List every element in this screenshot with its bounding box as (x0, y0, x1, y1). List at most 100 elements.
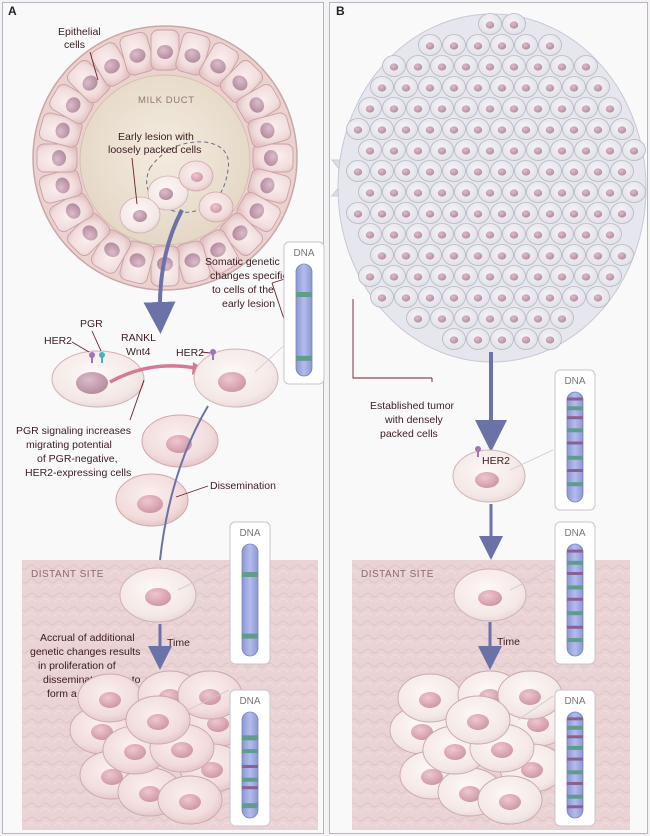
tumor-cell (586, 202, 610, 224)
tumor-cell (526, 265, 550, 287)
tumor-cell (526, 223, 550, 245)
tumor-cell (598, 97, 622, 119)
tumor-cell (478, 97, 502, 119)
tumor-cell (478, 139, 502, 161)
tumor-cell (442, 160, 466, 182)
tumor-cell (574, 265, 598, 287)
dna-label: DNA (293, 248, 314, 259)
tumor-cell (514, 76, 538, 98)
tumor-cell (382, 139, 406, 161)
her2-label-left: HER2 (44, 335, 72, 347)
tumor-cell (418, 118, 442, 140)
tumor-cell (514, 118, 538, 140)
dna-label: DNA (239, 528, 260, 539)
tumor-cell (526, 139, 550, 161)
genetic-change-band (567, 560, 583, 565)
genetic-change-band (567, 805, 583, 809)
tumor-cell (562, 202, 586, 224)
tumor-cell (478, 307, 502, 329)
chromosome (566, 711, 584, 819)
tumor-cell (346, 160, 370, 182)
genetic-change-band (296, 355, 312, 361)
tumor-cell (562, 160, 586, 182)
epithelial-leader (89, 51, 99, 81)
early-lesion-leader (131, 157, 138, 205)
tumor-cell (598, 223, 622, 245)
epithelial-cell (119, 240, 155, 285)
tumor-cell (466, 34, 490, 56)
tumor-cell (442, 286, 466, 308)
genetic-change-band (242, 735, 258, 741)
genetic-change-band (567, 770, 583, 775)
tumor-cell (586, 76, 610, 98)
genetic-change-band (567, 549, 583, 553)
tumor-cell (454, 55, 478, 77)
tumor-cell (502, 265, 526, 287)
distant-site-label-b: DISTANT SITE (361, 569, 434, 580)
her2-left-leader (71, 341, 90, 353)
tumor-cell (430, 265, 454, 287)
genetic-change-band (567, 625, 583, 629)
genetic-change-band (567, 482, 583, 487)
tumor-cell (430, 97, 454, 119)
tumor-cell (502, 223, 526, 245)
tumor-cell (502, 13, 526, 35)
tumor-cell (550, 97, 574, 119)
dna-label: DNA (564, 528, 585, 539)
metastasis-cell (497, 670, 563, 720)
tumor-cell (358, 181, 382, 203)
tumor-cell (430, 181, 454, 203)
epithelial-cell (175, 240, 211, 285)
tumor-cell (610, 118, 634, 140)
tumor-cell (430, 139, 454, 161)
tumor-cell (502, 139, 526, 161)
tumor-cell (526, 181, 550, 203)
tumor-cell (466, 244, 490, 266)
pgr-label: PGR (80, 318, 103, 330)
genetic-change-band (567, 717, 583, 721)
tumor-cell (610, 244, 634, 266)
zoom-line (509, 567, 554, 591)
tumor-cell (538, 34, 562, 56)
epithelial-cell (36, 143, 78, 173)
tumor-cell (514, 328, 538, 350)
tumor-cell (406, 307, 430, 329)
tumor-cell (394, 244, 418, 266)
epithelial-cell (247, 168, 292, 204)
early-lesion-cells (119, 160, 234, 234)
metastasis-cell (157, 775, 223, 825)
tumor-cell (358, 97, 382, 119)
tumor-cell (406, 97, 430, 119)
metastasis-cell (477, 775, 543, 825)
tumor-cell (514, 34, 538, 56)
pgr-signaling-leader (129, 379, 145, 421)
epithelial-cell (219, 60, 263, 104)
genetic-change-band (567, 638, 583, 643)
panel-letter-a: A (8, 4, 17, 18)
tumor-cell (514, 286, 538, 308)
tumor-cell (514, 244, 538, 266)
tumor-cell (562, 76, 586, 98)
tumor-cell (406, 223, 430, 245)
metastasis-cell (125, 695, 191, 745)
tumor-cell (526, 97, 550, 119)
epithelial-cell (236, 83, 281, 125)
tumor-cell (610, 202, 634, 224)
tumor-cell (454, 223, 478, 245)
metastasis-cell (397, 673, 463, 723)
tumor-cell (490, 244, 514, 266)
tumor-cell (346, 118, 370, 140)
tumor-cell (466, 202, 490, 224)
genetic-change-band (242, 749, 258, 754)
epithelial-cell (38, 112, 83, 148)
genetic-change-band (567, 469, 583, 472)
tumor-cell (514, 202, 538, 224)
genetic-change-band (567, 745, 583, 750)
tumor-cell (406, 181, 430, 203)
tumor-cell (622, 181, 646, 203)
tumor-cell (562, 244, 586, 266)
tumor-cell (406, 139, 430, 161)
tumor-cell (442, 202, 466, 224)
tumor-cell (466, 286, 490, 308)
